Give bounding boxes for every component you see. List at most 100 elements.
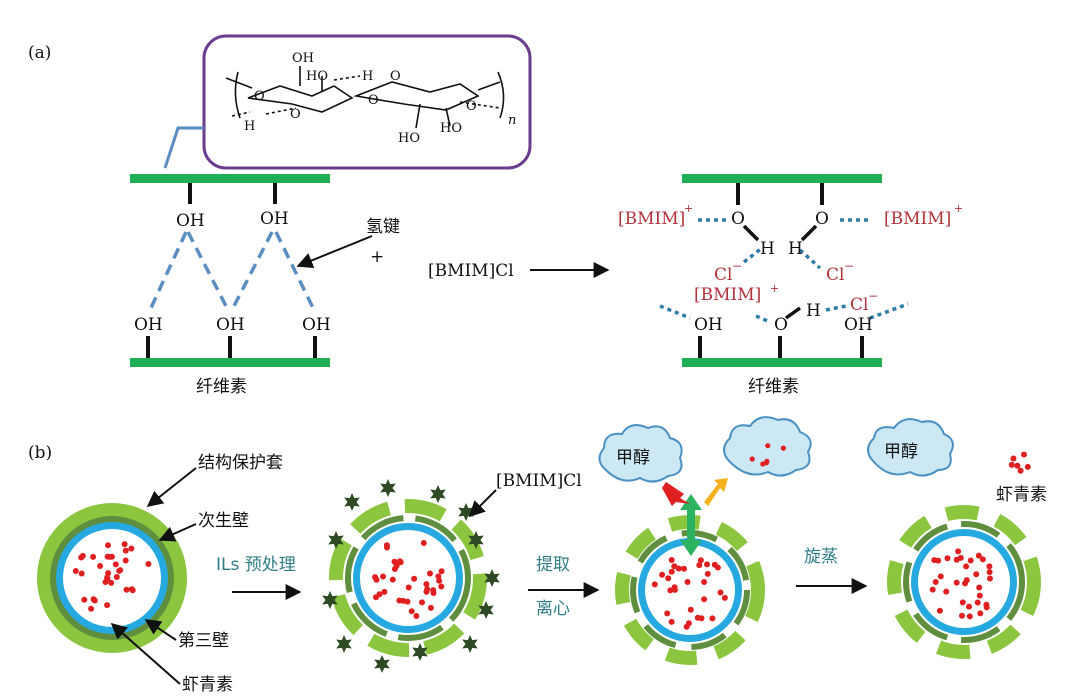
ionic-liquid-star [468, 531, 484, 549]
step-centrifuge: 离心 [536, 599, 570, 619]
bmim-mid: [BMIM] [694, 285, 761, 305]
oh-bottom-3: OH [302, 315, 331, 335]
struct-ho-1: HO [306, 69, 328, 84]
struct-h-2: H [244, 119, 255, 134]
extract-cloud [723, 416, 812, 477]
ionic-liquid-star [336, 635, 352, 653]
oh-right-2: OH [844, 315, 873, 335]
astaxanthin-dot [955, 548, 962, 555]
cl-left-sup: − [732, 259, 742, 273]
astaxanthin-dot [1014, 462, 1021, 469]
astaxanthin-dot [113, 574, 120, 580]
astaxanthin-dot [408, 608, 415, 615]
astaxanthin-dot [698, 615, 705, 622]
label-protective-shell: 结构保护套 [198, 453, 283, 473]
product-label: 虾青素 [996, 485, 1047, 505]
struct-n: n [508, 113, 516, 128]
astaxanthin-dot [664, 610, 671, 617]
label-secondary-wall: 次生壁 [198, 511, 249, 531]
astaxanthin-dot [112, 561, 119, 568]
cellulose-structure-box: OH HO H O O O O O H HO HO n [163, 34, 532, 170]
astaxanthin-dot [106, 553, 113, 560]
h-atom-2: H [788, 239, 803, 259]
cl-bottom-sup: − [868, 289, 878, 303]
astaxanthin-dot [423, 581, 430, 588]
astaxanthin-dot [979, 556, 986, 563]
astaxanthin-dot [373, 576, 380, 583]
ionic-liquid-star [344, 493, 360, 511]
astaxanthin-dot [105, 570, 112, 577]
astaxanthin-dot [430, 587, 437, 594]
astaxanthin-dot [384, 544, 390, 551]
astaxanthin-dot [668, 557, 675, 563]
label-astaxanthin: 虾青素 [182, 675, 233, 695]
astaxanthin-dot [929, 586, 936, 593]
astaxanthin-dot [117, 567, 124, 574]
struct-o-5: O [466, 99, 477, 114]
astaxanthin-dot [675, 565, 682, 572]
astaxanthin-dot [396, 558, 403, 565]
ionic-liquid-star [430, 485, 446, 503]
astaxanthin-dot [704, 570, 711, 577]
astaxanthin-dot [668, 618, 675, 625]
cellulose-bar-top-right [682, 174, 882, 183]
hbond-label: 氢键 [366, 217, 400, 237]
astaxanthin-dot [976, 584, 983, 591]
oh-top-1: OH [176, 211, 205, 231]
label-tertiary-wall: 第三壁 [178, 631, 229, 651]
panel-a-label: (a) [28, 43, 51, 63]
cl-left: Cl [714, 265, 732, 285]
astaxanthin-dot [721, 594, 728, 601]
astaxanthin-dot [959, 612, 965, 619]
oh-top-2: OH [260, 209, 289, 229]
astaxanthin-dot [1017, 467, 1024, 474]
astaxanthin-dot [944, 555, 951, 562]
astaxanthin-dot [128, 545, 135, 552]
astaxanthin-dot [709, 615, 716, 622]
bmim-right: [BMIM] [884, 209, 951, 229]
oh-bottom-1: OH [134, 315, 163, 335]
astaxanthin-dot [105, 542, 111, 549]
cellulose-bar-bottom-right [682, 358, 882, 367]
astaxanthin-dot [967, 557, 974, 564]
methanol-cloud: 甲醇 [598, 424, 683, 483]
astaxanthin-dot [90, 553, 97, 560]
struct-h-1: H [362, 69, 373, 84]
astaxanthin-dot [108, 579, 115, 586]
astaxanthin-dot [683, 623, 690, 630]
panel-b-label: (b) [28, 443, 52, 463]
astaxanthin-dot [81, 596, 88, 603]
struct-o-1: O [390, 69, 401, 84]
final-cell [887, 505, 1041, 659]
astaxanthin-dot [1010, 455, 1017, 462]
ionic-liquid-star [478, 601, 494, 619]
astaxanthin-dot [79, 552, 86, 559]
astaxanthin-dot [953, 579, 960, 586]
ionic-liquid-star [380, 479, 396, 497]
methanol-in-arrow [662, 482, 690, 506]
bmim-right-sup: + [954, 202, 963, 215]
astaxanthin-dot [684, 579, 691, 585]
hbond-arrow [296, 235, 373, 269]
reagent-label-b: [BMIM]Cl [496, 471, 582, 491]
astaxanthin-dot [701, 579, 708, 585]
astaxanthin-dot [717, 589, 724, 596]
struct-o-4: O [368, 93, 379, 108]
astaxanthin-dot [72, 568, 79, 574]
astaxanthin-dot [420, 540, 427, 546]
astaxanthin-dot [701, 596, 708, 603]
reagent-label: [BMIM]Cl [428, 261, 514, 281]
cellulose-bar-bottom-left [130, 358, 330, 367]
astaxanthin-dot [932, 579, 939, 585]
astaxanthin-dot [381, 588, 388, 595]
astaxanthin-dot [123, 586, 130, 593]
astaxanthin-dot [977, 610, 984, 617]
astaxanthin-dot [423, 588, 430, 595]
astaxanthin-dot [435, 573, 442, 580]
cellulose-bar-top-left [130, 174, 330, 183]
astaxanthin-dot [687, 606, 694, 613]
astaxanthin-dot [763, 460, 770, 466]
astaxanthin-dot [411, 575, 418, 582]
astaxanthin-dot [90, 596, 97, 603]
